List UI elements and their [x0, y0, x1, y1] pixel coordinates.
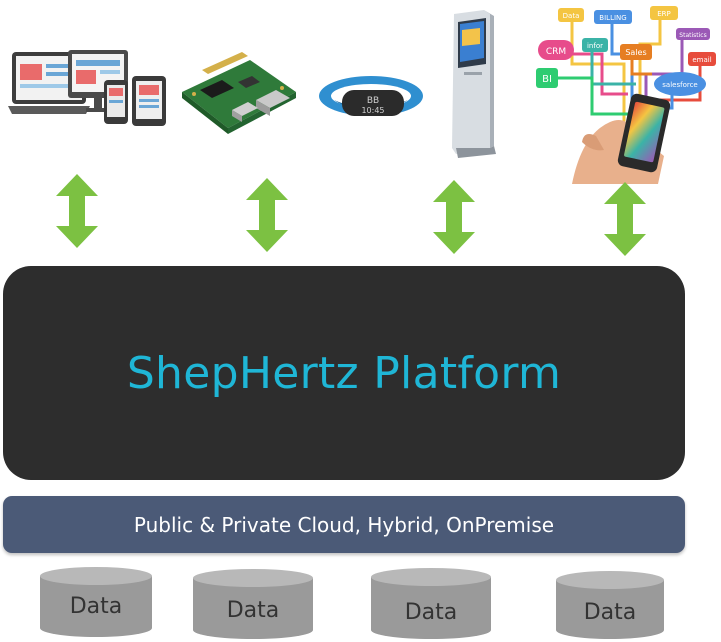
- app-label-statistics: Statistics: [679, 32, 706, 39]
- platform-title: ShepHertz Platform: [126, 347, 562, 399]
- data-label-1: Data: [69, 594, 123, 619]
- data-cylinder-3: Data: [369, 567, 493, 640]
- app-label-crm: CRM: [546, 47, 566, 57]
- data-label-3: Data: [404, 600, 458, 625]
- data-label-2: Data: [226, 598, 280, 623]
- app-label-bi: BI: [542, 74, 552, 85]
- app-label-infor: infor: [587, 42, 603, 50]
- data-cylinder-1: Data: [38, 566, 154, 638]
- data-label-4: Data: [583, 600, 637, 625]
- wristband-screen-text-1: BB: [367, 96, 379, 106]
- deployment-bar: Public & Private Cloud, Hybrid, OnPremis…: [3, 496, 685, 553]
- app-label-billing: BILLING: [599, 14, 626, 22]
- data-cylinder-2: Data: [191, 568, 315, 640]
- data-cylinder-4: Data: [554, 570, 666, 640]
- wristband-icon: BB 10:45: [316, 72, 426, 122]
- bidirectional-arrow-4: [604, 182, 646, 256]
- app-label-erp: ERP: [657, 10, 671, 18]
- kiosk-icon: [440, 8, 500, 158]
- circuit-board-icon: [172, 52, 302, 137]
- app-label-data: Data: [563, 12, 580, 20]
- app-label-sales: Sales: [625, 48, 646, 57]
- app-label-salesforce: salesforce: [662, 81, 697, 89]
- bidirectional-arrow-1: [56, 174, 98, 248]
- multi-device-icon: [8, 50, 168, 132]
- bidirectional-arrow-3: [433, 180, 475, 254]
- wristband-screen-text-2: 10:45: [361, 106, 384, 115]
- platform-block: ShepHertz Platform: [3, 266, 685, 480]
- bidirectional-arrow-2: [246, 178, 288, 252]
- connected-apps-icon: Data BILLING ERP Statistics CRM infor Sa…: [532, 4, 721, 184]
- app-label-email: email: [692, 56, 711, 64]
- deployment-label: Public & Private Cloud, Hybrid, OnPremis…: [133, 512, 555, 537]
